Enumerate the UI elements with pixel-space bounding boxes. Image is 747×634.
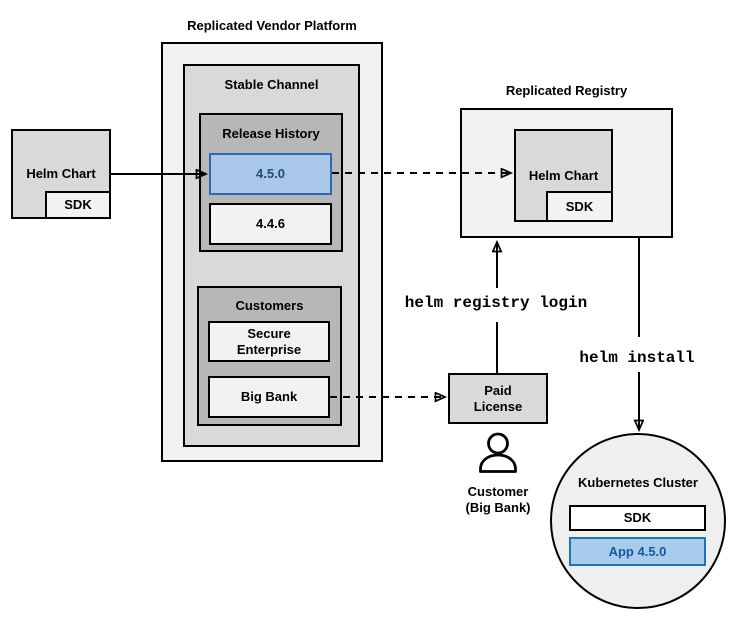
- release-version-446-box: 4.4.6: [209, 203, 332, 245]
- release-version-450-box: 4.5.0: [209, 153, 332, 195]
- command-helm-registry-login: helm registry login: [404, 294, 588, 312]
- cluster-app-box: App 4.5.0: [569, 537, 706, 566]
- command-helm-install: helm install: [579, 349, 695, 367]
- customer-secure-enterprise-label: Secure Enterprise: [236, 326, 302, 357]
- paid-license-line2: License: [473, 398, 523, 414]
- customer-icon: [479, 432, 517, 473]
- customer-label: Customer (Big Bank): [428, 484, 568, 515]
- customers-label: Customers: [235, 298, 304, 313]
- registry-sdk-box: SDK: [546, 191, 613, 222]
- paid-license-line1: Paid: [484, 383, 512, 399]
- helm-chart-source-sdk-box: SDK: [45, 191, 111, 219]
- release-history-label: Release History: [222, 126, 320, 141]
- kubernetes-cluster-label: Kubernetes Cluster: [578, 475, 698, 490]
- vendor-platform-title: Replicated Vendor Platform: [187, 18, 357, 33]
- stable-channel-label: Stable Channel: [224, 77, 319, 92]
- cluster-sdk-box: SDK: [569, 505, 706, 531]
- customer-secure-enterprise-box: Secure Enterprise: [208, 321, 330, 362]
- paid-license-box: Paid License: [448, 373, 548, 424]
- customer-label-line2: (Big Bank): [465, 499, 531, 515]
- customer-big-bank-box: Big Bank: [208, 376, 330, 418]
- registry-title: Replicated Registry: [505, 83, 628, 98]
- customer-label-line1: Customer: [467, 484, 529, 499]
